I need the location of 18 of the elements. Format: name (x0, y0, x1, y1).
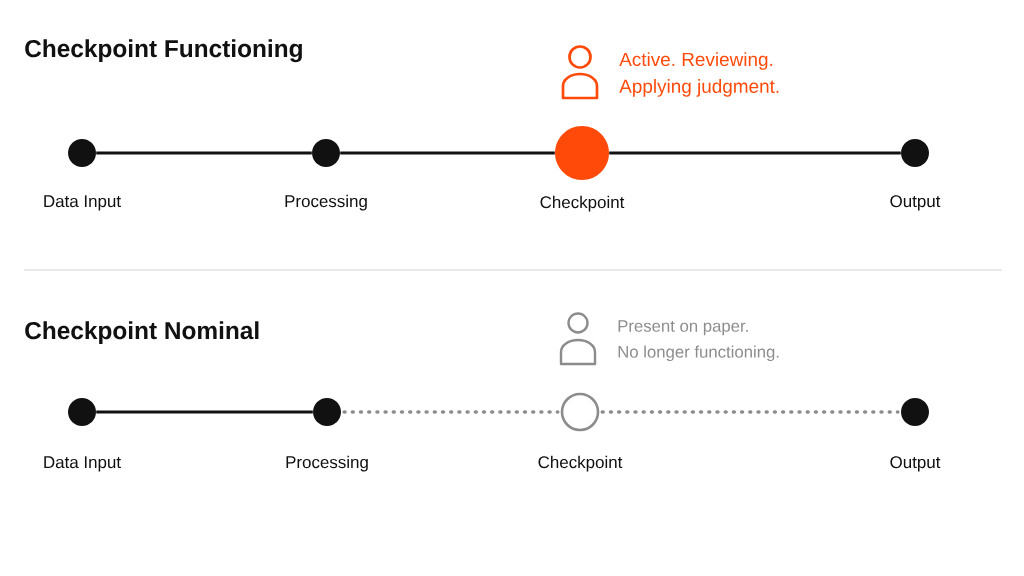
node-label: Checkpoint (540, 195, 625, 212)
connector-line (96, 151, 312, 155)
node-label: Processing (286, 455, 368, 472)
section-heading: Checkpoint Functioning (25, 39, 302, 63)
dotted-line (600, 410, 900, 414)
status-text: Present on paper. No longer functioning. (618, 320, 779, 362)
section-heading: Checkpoint Nominal (25, 321, 259, 345)
node-label: Output (890, 195, 941, 211)
connector-line (96, 410, 313, 414)
node-label: Output (890, 456, 941, 472)
status-text: Active. Reviewing. Applying judgment. (619, 52, 779, 97)
connector-line (609, 151, 901, 155)
connector-line (340, 151, 555, 155)
node-label: Data Input (44, 195, 121, 211)
node-label: Processing (285, 194, 367, 211)
node-label: Data Input (44, 456, 121, 472)
node-label: Checkpoint (538, 455, 623, 472)
dotted-line (342, 410, 560, 414)
